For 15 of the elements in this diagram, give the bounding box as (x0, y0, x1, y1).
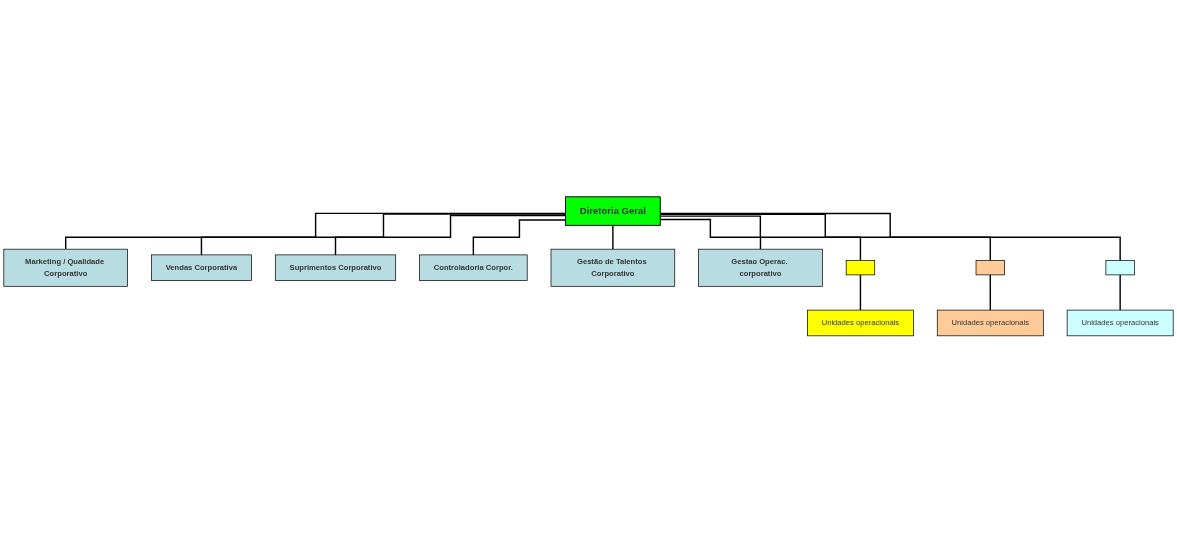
node-box (1105, 260, 1135, 276)
connector (659, 215, 862, 262)
connector (659, 218, 762, 251)
node-box (975, 260, 1005, 276)
connector (472, 219, 567, 256)
node-box: Diretoria Geral (565, 196, 661, 227)
connector (659, 213, 991, 262)
connector (612, 224, 614, 251)
node-box (845, 260, 876, 276)
connector (989, 274, 991, 311)
connector (1119, 274, 1121, 311)
connector (859, 274, 862, 311)
connector (200, 213, 567, 256)
connector (334, 215, 567, 256)
connector (659, 213, 1121, 262)
